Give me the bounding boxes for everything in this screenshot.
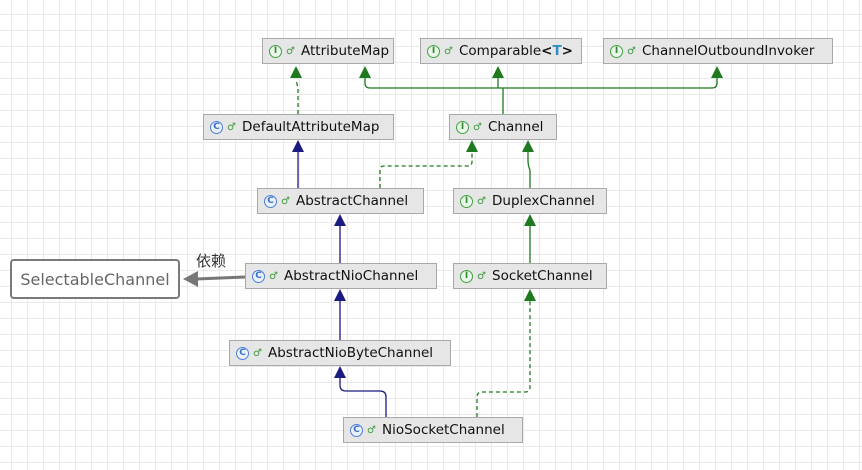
node-label: AttributeMap — [301, 43, 390, 59]
node-label: AbstractChannel — [296, 193, 409, 209]
public-visibility-icon: ♂ — [253, 347, 262, 359]
class-icon: C — [264, 194, 277, 208]
node-label: NioSocketChannel — [382, 422, 505, 438]
node-defaultattributemap[interactable]: C ♂ DefaultAttributeMap — [203, 114, 394, 140]
public-visibility-icon: ♂ — [367, 424, 376, 436]
node-niosocketchannel[interactable]: C ♂ NioSocketChannel — [343, 417, 523, 443]
arrowhead — [492, 66, 504, 78]
type-param-open: < — [541, 43, 553, 59]
node-label: SocketChannel — [492, 268, 593, 284]
type-param-close: > — [561, 43, 573, 59]
edge-dependency-selectablechannel — [195, 275, 246, 281]
interface-icon: I — [456, 120, 469, 134]
interface-icon: I — [610, 44, 623, 58]
node-label: Channel — [488, 119, 544, 135]
node-duplexchannel[interactable]: I ♂ DuplexChannel — [453, 188, 607, 214]
arrowhead — [524, 214, 536, 226]
arrowhead — [522, 140, 534, 152]
arrowhead — [290, 66, 302, 78]
node-label: Comparable — [459, 43, 542, 59]
arrowhead — [334, 214, 346, 226]
edge-defaultattributemap-implements-attributemap — [295, 79, 299, 114]
arrowhead — [183, 271, 198, 287]
class-icon: C — [350, 423, 363, 437]
arrowhead — [711, 66, 723, 78]
node-channel[interactable]: I ♂ Channel — [449, 114, 557, 140]
node-channeloutboundinvoker[interactable]: I ♂ ChannelOutboundInvoker — [603, 38, 833, 64]
class-icon: C — [252, 269, 265, 283]
external-label: SelectableChannel — [20, 269, 170, 289]
public-visibility-icon: ♂ — [444, 45, 453, 57]
external-selectablechannel[interactable]: SelectableChannel — [10, 259, 180, 299]
edge-duplexchannel-extends-channel — [527, 152, 531, 188]
interface-icon: I — [460, 269, 473, 283]
edge-channel-extends-interfaces — [364, 78, 718, 114]
node-label: DefaultAttributeMap — [242, 119, 380, 135]
class-icon: C — [236, 346, 249, 360]
edge-niosocketchannel-implements-socketchannel — [476, 301, 531, 417]
node-label: DuplexChannel — [492, 193, 595, 209]
node-label: AbstractNioByteChannel — [268, 345, 434, 361]
node-abstractchannel[interactable]: C ♂ AbstractChannel — [257, 188, 424, 214]
dependency-label: 依赖 — [196, 252, 227, 270]
arrowhead — [359, 66, 371, 78]
node-label: ChannelOutboundInvoker — [642, 43, 815, 59]
node-label: AbstractNioChannel — [284, 268, 419, 284]
edge-abstractchannel-implements-channel — [379, 152, 473, 188]
node-abstractniobytechannel[interactable]: C ♂ AbstractNioByteChannel — [229, 340, 451, 366]
arrowhead — [292, 140, 304, 152]
arrowhead — [334, 289, 346, 301]
node-attributemap[interactable]: I ♂ AttributeMap — [262, 38, 394, 64]
public-visibility-icon: ♂ — [281, 195, 290, 207]
public-visibility-icon: ♂ — [477, 195, 486, 207]
public-visibility-icon: ♂ — [227, 121, 236, 133]
arrowhead — [334, 366, 346, 378]
edge-niosocketchannel-extends-abstractniobytechannel — [339, 378, 387, 417]
public-visibility-icon: ♂ — [473, 121, 482, 133]
interface-icon: I — [269, 44, 282, 58]
public-visibility-icon: ♂ — [477, 270, 486, 282]
interface-icon: I — [427, 44, 440, 58]
public-visibility-icon: ♂ — [286, 45, 295, 57]
type-param: T — [552, 43, 562, 59]
arrowhead — [524, 289, 536, 301]
node-comparable[interactable]: I ♂ Comparable<T> — [420, 38, 582, 64]
arrowhead — [466, 140, 478, 152]
node-abstractniochannel[interactable]: C ♂ AbstractNioChannel — [245, 263, 437, 289]
node-socketchannel[interactable]: I ♂ SocketChannel — [453, 263, 607, 289]
class-icon: C — [210, 120, 223, 134]
public-visibility-icon: ♂ — [627, 45, 636, 57]
public-visibility-icon: ♂ — [269, 270, 278, 282]
interface-icon: I — [460, 194, 473, 208]
